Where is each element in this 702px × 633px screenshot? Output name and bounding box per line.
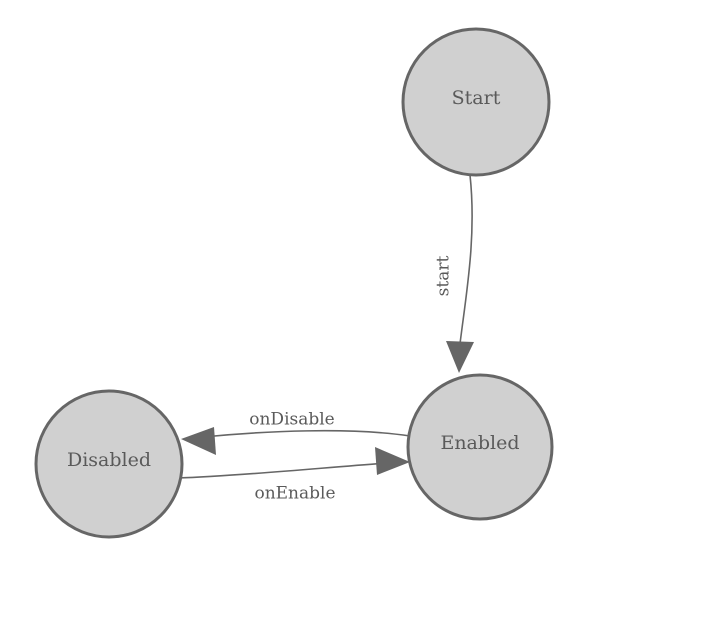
state-node-disabled[interactable]: Disabled bbox=[34, 389, 184, 539]
edge-enabled-to-disabled-label: onDisable bbox=[249, 410, 335, 430]
edge-enabled-to-disabled[interactable]: onDisable bbox=[181, 410, 411, 456]
state-node-disabled-label: Disabled bbox=[67, 449, 151, 471]
edge-start-to-enabled[interactable]: start bbox=[434, 174, 475, 373]
edge-disabled-to-enabled[interactable]: onEnable bbox=[177, 447, 410, 504]
state-node-enabled-label: Enabled bbox=[440, 432, 519, 454]
edge-disabled-to-enabled-label: onEnable bbox=[254, 484, 335, 504]
edge-start-to-enabled-path bbox=[458, 174, 473, 353]
edge-enabled-to-disabled-path bbox=[202, 429, 411, 438]
state-node-enabled[interactable]: Enabled bbox=[406, 373, 554, 521]
state-node-start-circle bbox=[401, 27, 551, 177]
state-node-disabled-circle bbox=[34, 389, 184, 539]
edge-start-to-enabled-label: start bbox=[434, 256, 454, 297]
state-node-start-label: Start bbox=[452, 87, 501, 109]
state-node-start[interactable]: Start bbox=[401, 27, 551, 177]
edge-disabled-to-enabled-path bbox=[177, 462, 389, 479]
edge-disabled-to-enabled-arrowhead-icon bbox=[375, 447, 410, 475]
edge-start-to-enabled-arrowhead-icon bbox=[446, 341, 474, 373]
edge-enabled-to-disabled-arrowhead-icon bbox=[181, 427, 216, 455]
state-node-enabled-circle bbox=[406, 373, 554, 521]
